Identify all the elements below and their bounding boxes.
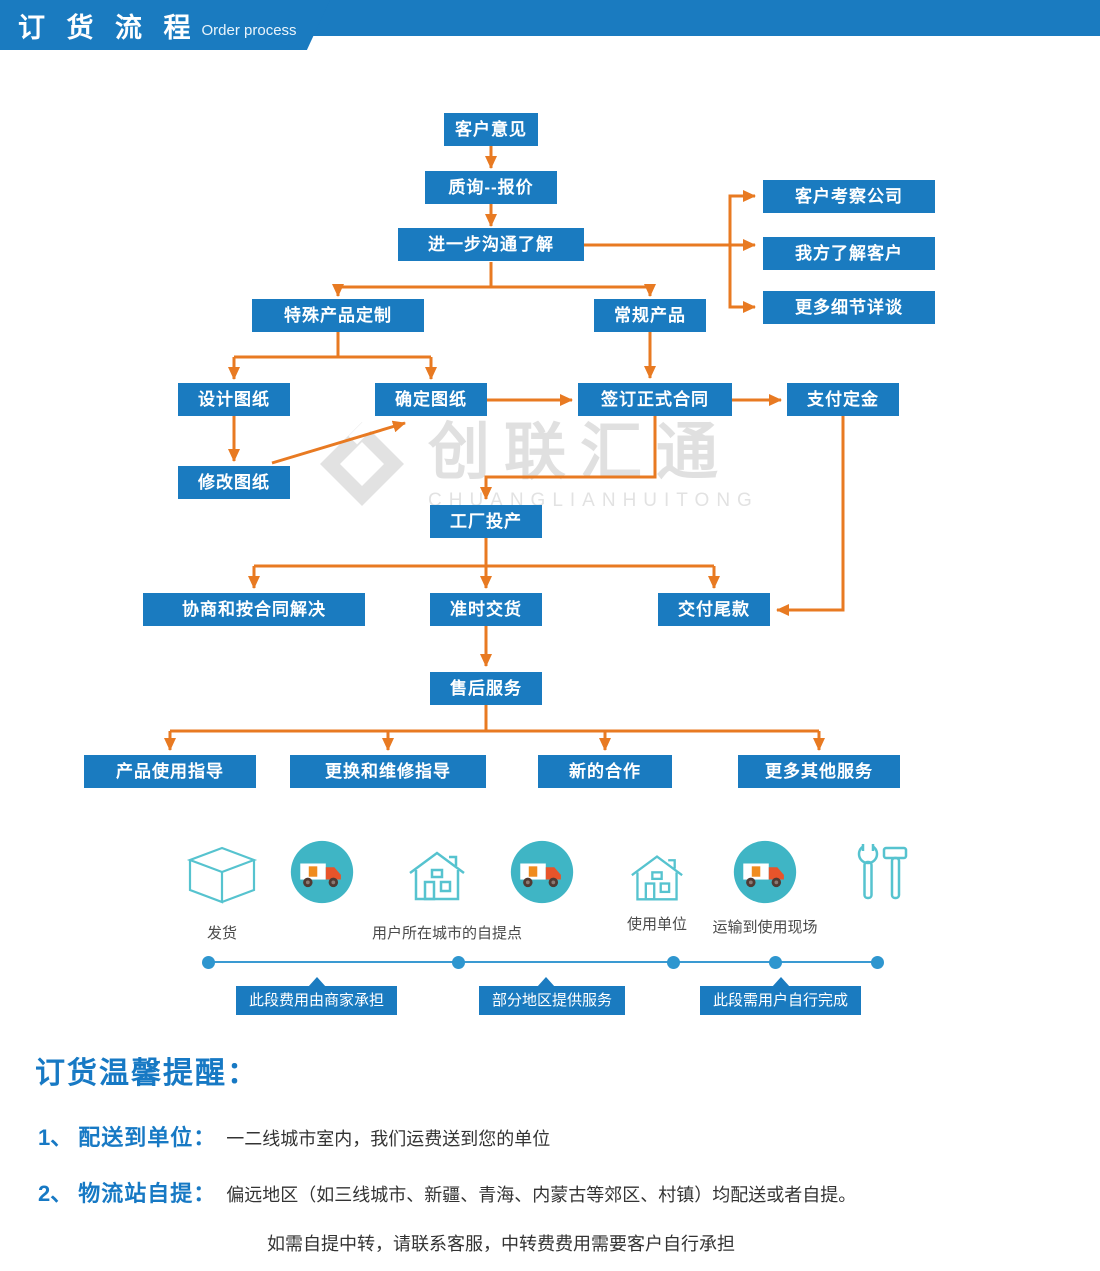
- timeline-banner-partial-service: 部分地区提供服务: [479, 977, 626, 1015]
- flow-node-custom-product: 特殊产品定制: [252, 299, 424, 332]
- banner-label: 此段费用由商家承担: [249, 992, 385, 1009]
- notice-label: 配送到单位：: [78, 1125, 217, 1150]
- brand-logo-icon: [320, 420, 404, 506]
- flow-node-new-cooperation: 新的合作: [538, 755, 672, 788]
- flow-node-factory-production: 工厂投产: [430, 505, 542, 538]
- notice-title: 订货温馨提醒：: [35, 1057, 259, 1090]
- label-transport-site: 运输到使用现场: [712, 919, 818, 936]
- tools-icon: [857, 841, 908, 900]
- header: 订 货 流 程 Order process: [0, 0, 330, 50]
- watermark-cn: 创联汇通: [428, 418, 733, 487]
- flow-node-pay-balance: 交付尾款: [658, 593, 770, 626]
- flow-node-client-visit: 客户考察公司: [763, 180, 935, 213]
- notice-text: 偏远地区（如三线城市、新疆、青海、内蒙古等郊区、村镇）均配送或者自提。: [226, 1185, 857, 1205]
- delivery-truck-icon: [733, 840, 797, 904]
- flow-node-negotiate: 协商和按合同解决: [143, 593, 365, 626]
- flow-node-modify-drawing: 修改图纸: [178, 466, 290, 499]
- user-unit-house-icon: [631, 855, 683, 901]
- page-title: 订 货 流 程: [18, 12, 198, 43]
- flow-node-regular-product: 常规产品: [594, 299, 706, 332]
- label-shipping: 发货: [206, 925, 237, 942]
- flow-node-usage-guide: 产品使用指导: [84, 755, 256, 788]
- pickup-point-house-icon: [409, 851, 465, 901]
- banner-label: 部分地区提供服务: [492, 992, 613, 1009]
- timeline-banner-merchant-cost: 此段费用由商家承担: [236, 977, 398, 1015]
- flow-node-customer-feedback: 客户意见: [444, 113, 538, 146]
- flow-node-communication: 进一步沟通了解: [398, 228, 584, 261]
- flow-node-more-details: 更多细节详谈: [763, 291, 935, 324]
- notice-number: 2、: [38, 1181, 73, 1206]
- delivery-truck-icon: [510, 840, 574, 904]
- flow-node-inquiry-quote: 质询--报价: [425, 171, 557, 204]
- notice-item-delivery: 1、 配送到单位： 一二线城市室内，我们运费送到您的单位: [38, 1120, 550, 1152]
- delivery-truck-icon: [290, 840, 354, 904]
- flow-node-after-sales: 售后服务: [430, 672, 542, 705]
- timeline-dot: [202, 956, 215, 969]
- flow-connectors: [164, 146, 845, 751]
- label-user-unit: 使用单位: [626, 916, 687, 933]
- notice-label: 物流站自提：: [78, 1181, 217, 1206]
- timeline-dot: [871, 956, 884, 969]
- flow-node-design-drawing: 设计图纸: [178, 383, 290, 416]
- flow-node-know-client: 我方了解客户: [763, 237, 935, 270]
- flow-node-pay-deposit: 支付定金: [787, 383, 899, 416]
- flow-node-more-services: 更多其他服务: [738, 755, 900, 788]
- timeline-line: [208, 961, 877, 963]
- notice-number: 1、: [38, 1125, 73, 1150]
- timeline-dot: [769, 956, 782, 969]
- flow-node-sign-contract: 签订正式合同: [578, 383, 732, 416]
- banner-label: 此段需用户自行完成: [713, 992, 849, 1009]
- banner-notch: [537, 977, 555, 987]
- flow-node-repair-guide: 更换和维修指导: [290, 755, 486, 788]
- page-subtitle: Order process: [201, 21, 297, 39]
- banner-notch: [772, 977, 790, 987]
- notice-item-pickup: 2、 物流站自提： 偏远地区（如三线城市、新疆、青海、内蒙古等郊区、村镇）均配送…: [38, 1176, 856, 1208]
- brand-watermark: 创联汇通 CHUANGLIANHUITONG: [318, 420, 759, 512]
- flow-node-confirm-drawing: 确定图纸: [375, 383, 487, 416]
- notice-text: 一二线城市室内，我们运费送到您的单位: [226, 1129, 551, 1149]
- notice-extra: 如需自提中转，请联系客服，中转费费用需要客户自行承担: [267, 1234, 735, 1254]
- label-pickup-point: 用户所在城市的自提点: [371, 925, 522, 942]
- timeline-dot: [667, 956, 680, 969]
- banner-notch: [308, 977, 326, 987]
- timeline-dot: [452, 956, 465, 969]
- flow-node-on-time-delivery: 准时交货: [430, 593, 542, 626]
- shipping-box-icon: [186, 846, 258, 904]
- timeline-banner-user-complete: 此段需用户自行完成: [700, 977, 862, 1015]
